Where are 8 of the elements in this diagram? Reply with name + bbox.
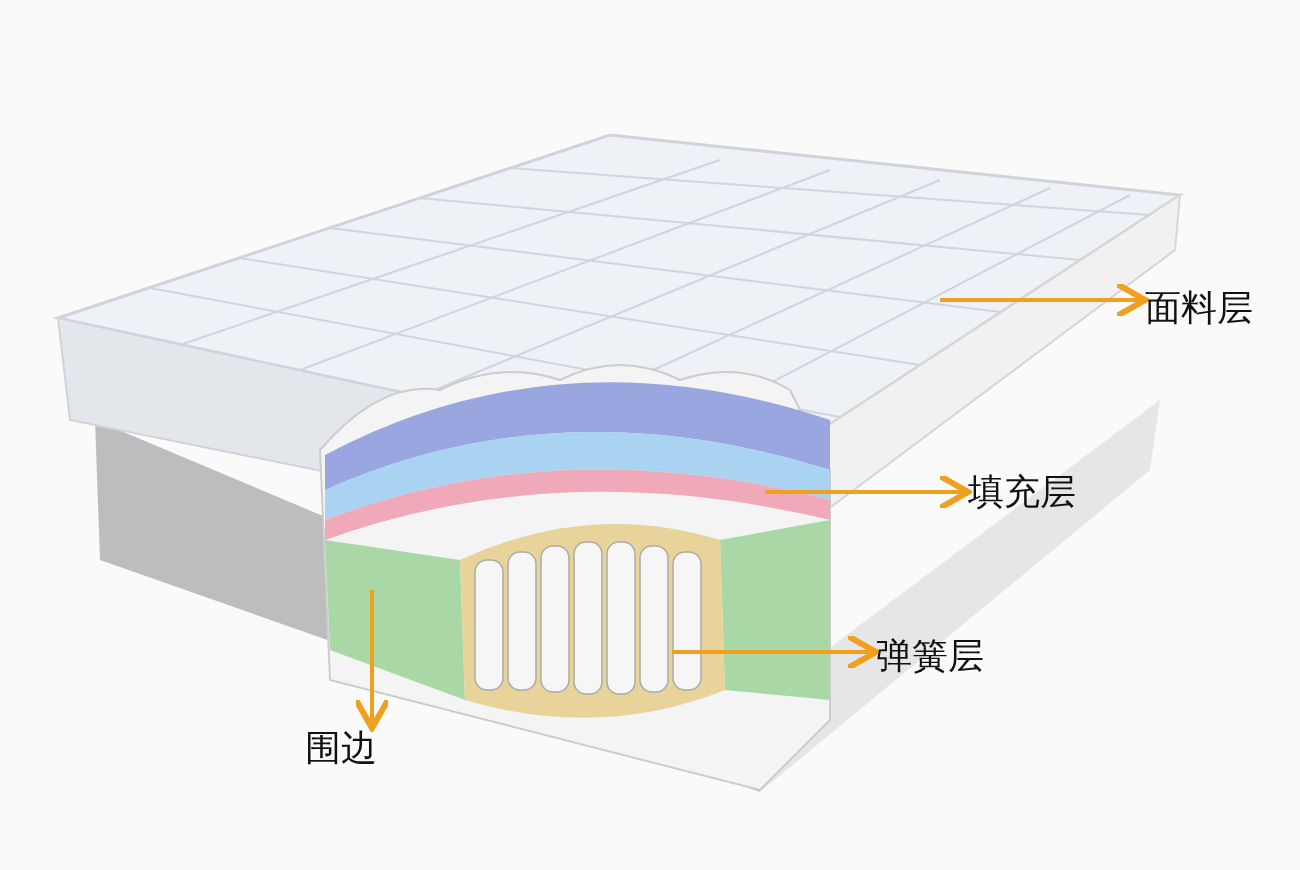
part-label: 弹簧层: [876, 636, 984, 676]
part-label: 填充层: [968, 472, 1076, 512]
leader-arrow: [353, 590, 391, 731]
leader-arrow: [765, 473, 971, 511]
part-label: 面料层: [1145, 288, 1253, 328]
leader-arrow: [672, 633, 879, 671]
part-label: 围边: [305, 728, 377, 768]
leader-arrow: [940, 281, 1148, 319]
